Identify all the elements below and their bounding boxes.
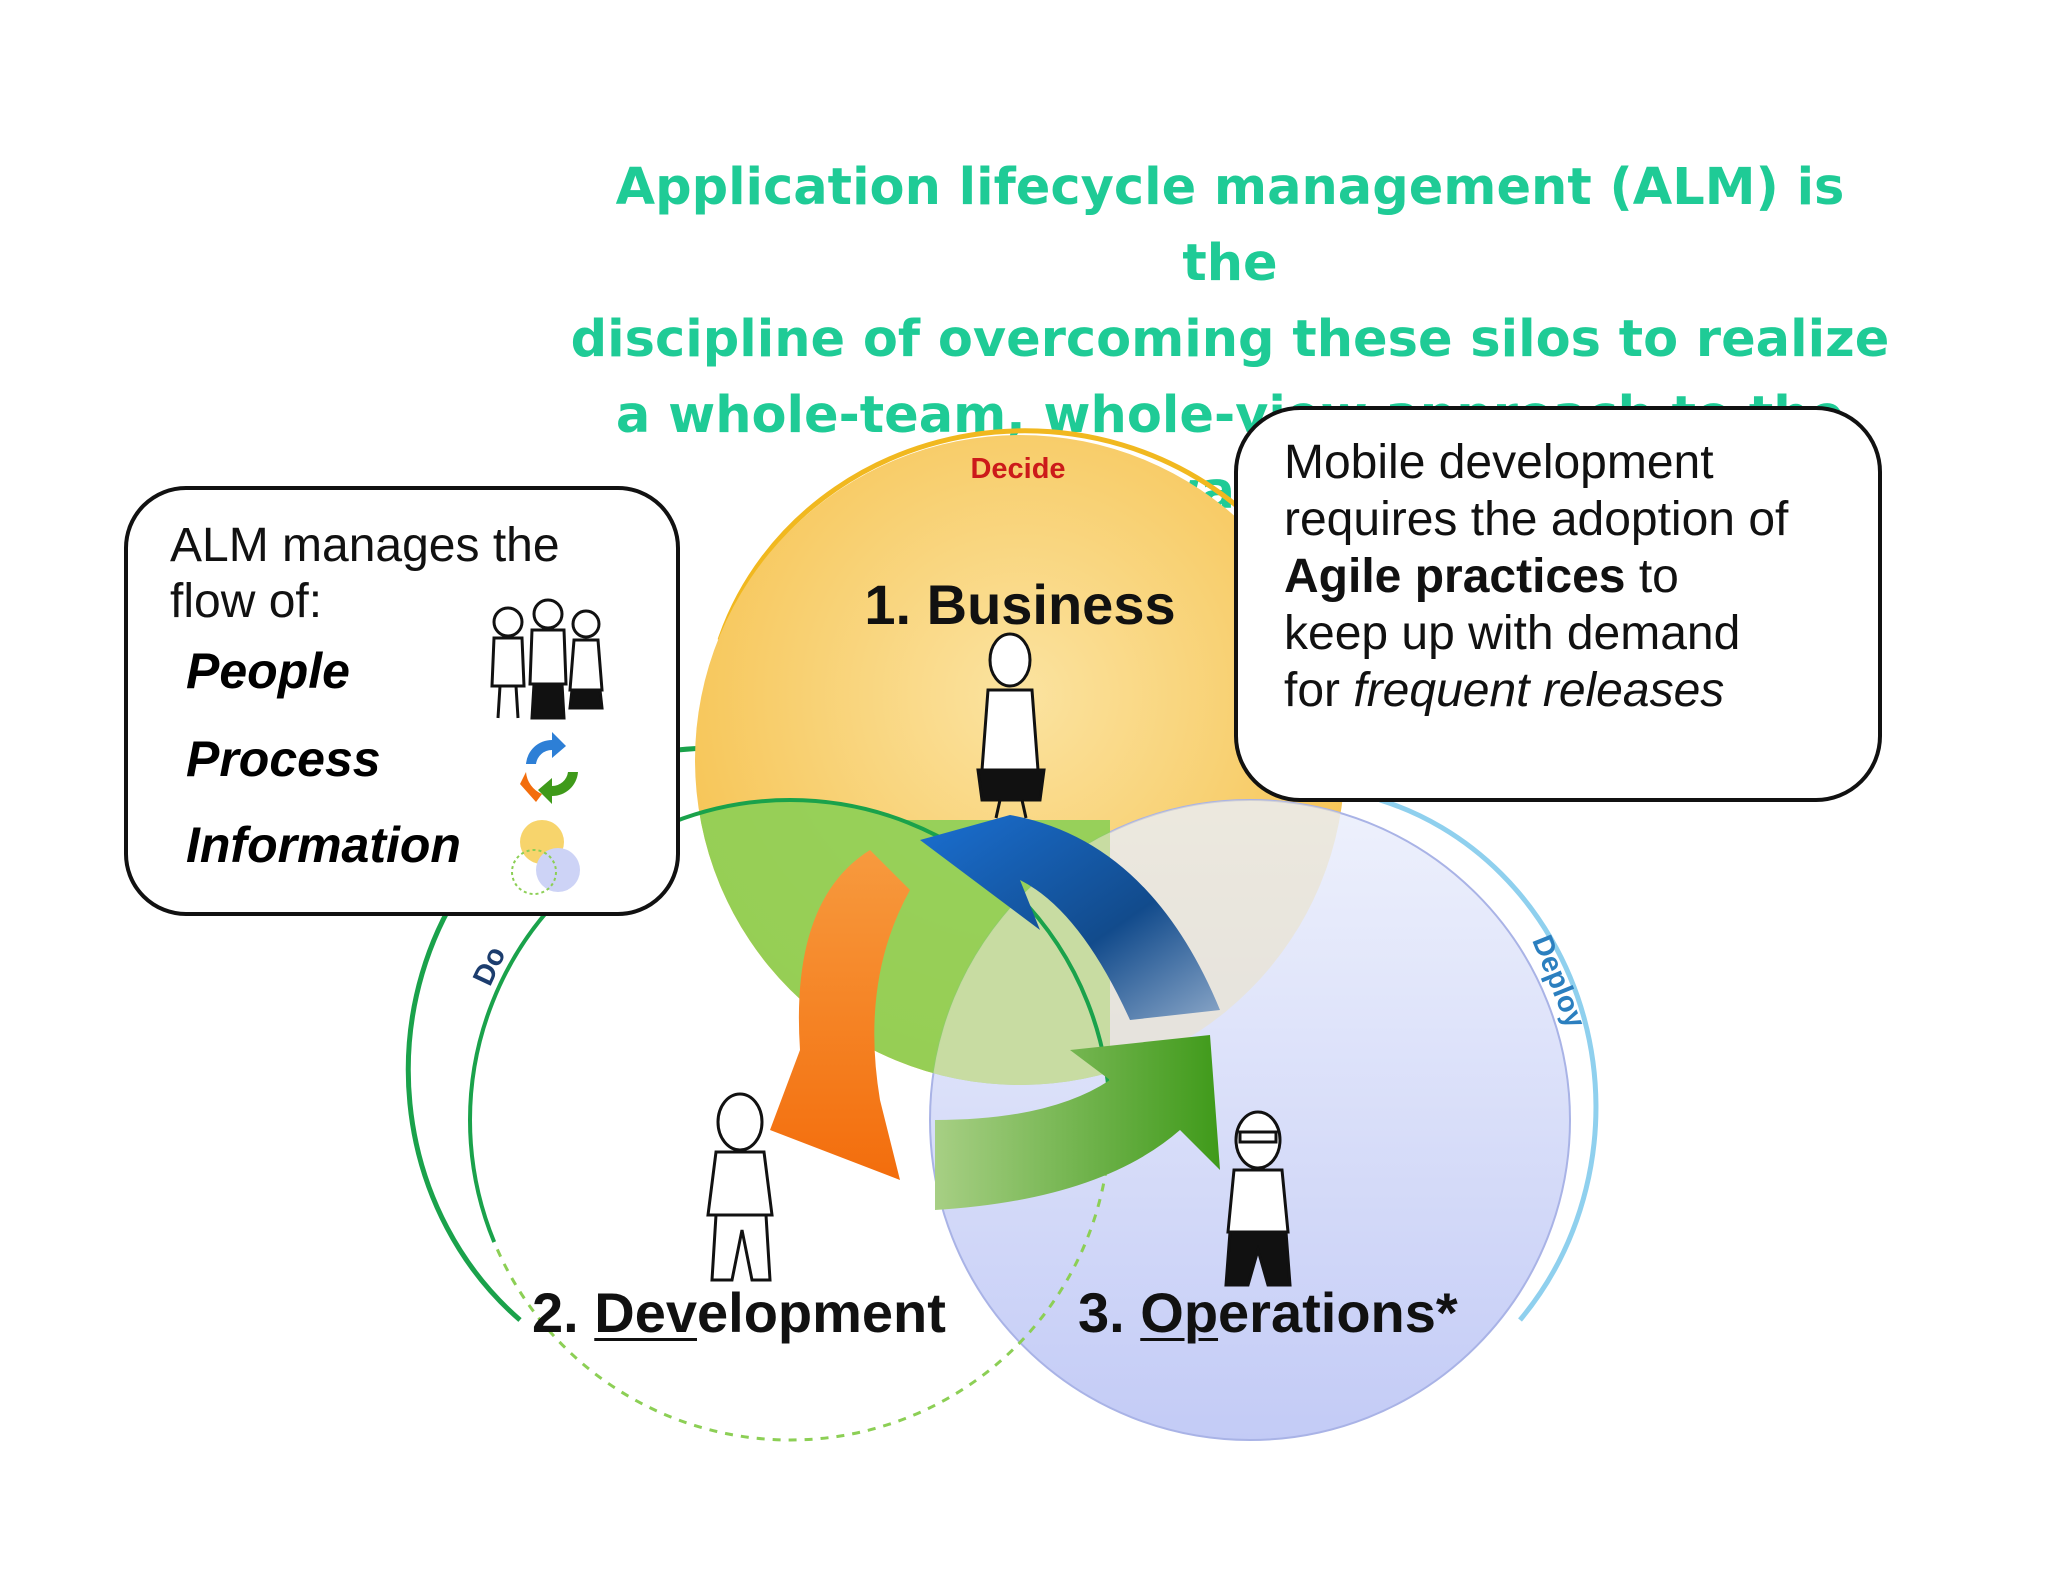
green-cycle-arrow — [935, 1035, 1220, 1210]
decide-label: Decide — [970, 453, 1065, 485]
do-label: Do — [467, 942, 512, 991]
mobile-agile-line-2: requires the adoption of — [1284, 493, 1789, 546]
mobile-agile-text: Mobile development requires the adoption… — [1284, 434, 1864, 719]
information-venn-icon — [511, 820, 580, 895]
development-number: 2. — [532, 1281, 595, 1344]
operations-name-rest: erations* — [1218, 1281, 1458, 1344]
mobile-agile-line-1: Mobile development — [1284, 436, 1714, 489]
frequent-releases-term: frequent releases — [1353, 664, 1725, 717]
development-name-underlined: Dev — [594, 1281, 697, 1344]
flow-item-information: Information — [186, 817, 461, 873]
mobile-agile-line-3-rest: to — [1625, 550, 1679, 603]
operations-person-figure — [1224, 1110, 1292, 1287]
alm-flow-intro-line-2: flow of: — [170, 575, 323, 628]
agile-practices-term: Agile practices — [1284, 550, 1626, 603]
business-person-figure — [976, 632, 1046, 819]
business-number: 1. — [864, 573, 926, 636]
operations-label: 3. Operations* — [1078, 1280, 1458, 1345]
alm-flow-intro-line-1: ALM manages the — [170, 519, 560, 572]
flow-item-people: People — [186, 643, 350, 699]
operations-name-underlined: Op — [1140, 1281, 1219, 1344]
development-label: 2. Development — [532, 1280, 946, 1345]
people-group-icon — [490, 598, 604, 720]
operations-business-overlap — [930, 800, 1345, 1085]
orange-cycle-arrow — [770, 850, 910, 1180]
process-cycle-icon — [520, 732, 578, 804]
mobile-agile-for: for — [1284, 664, 1354, 717]
development-name-rest: elopment — [697, 1281, 946, 1344]
flow-item-process: Process — [186, 731, 381, 787]
business-label: 1. Business — [864, 573, 1175, 636]
mobile-agile-callout: Mobile development requires the adoption… — [1234, 406, 1882, 802]
blue-cycle-arrow — [920, 815, 1220, 1020]
deploy-arc — [1379, 797, 1599, 1322]
title-line-1: Application lifecycle management (ALM) i… — [615, 158, 1845, 293]
business-name: Business — [927, 573, 1176, 636]
alm-flow-intro: ALM manages the flow of: — [170, 518, 560, 630]
operations-number: 3. — [1078, 1281, 1141, 1344]
mobile-agile-line-4: keep up with demand — [1284, 607, 1741, 660]
alm-flow-callout: ALM manages the flow of: People Process … — [124, 486, 680, 916]
title-line-2: discipline of overcoming these silos to … — [570, 310, 1890, 369]
development-person-figure — [706, 1092, 774, 1282]
